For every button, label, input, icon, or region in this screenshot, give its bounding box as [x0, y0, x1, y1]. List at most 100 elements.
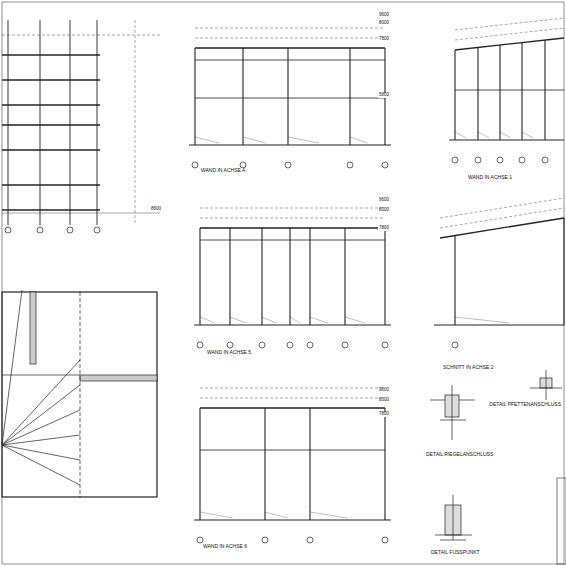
elevation-mark: 7800 — [378, 412, 390, 417]
view-title: WAND IN ACHSE A — [200, 168, 246, 173]
member-line — [455, 132, 467, 138]
member-line — [350, 137, 368, 143]
member-line — [2, 209, 100, 210]
axis-circle — [342, 342, 348, 348]
member-line — [309, 228, 310, 325]
member-line — [261, 228, 262, 325]
member-line — [310, 317, 328, 323]
member-line — [194, 325, 391, 326]
member-line — [440, 218, 564, 238]
member-line — [289, 228, 290, 325]
elevation-mark: 5800 — [378, 93, 390, 98]
member-line — [194, 520, 391, 521]
member-line — [345, 317, 365, 323]
axis-circle — [192, 162, 198, 168]
axis-circle — [259, 342, 265, 348]
member-line — [521, 43, 522, 140]
member-line — [310, 512, 348, 518]
axis-circle — [94, 227, 100, 233]
member-line — [262, 317, 276, 323]
view-title: DETAIL RIEGELANSCHLUSS — [425, 452, 494, 457]
member-line — [478, 132, 489, 138]
member-line — [384, 228, 385, 325]
axis-circle — [475, 157, 481, 163]
axis-circle — [452, 342, 458, 348]
axis-circle — [382, 342, 388, 348]
member-line — [455, 28, 564, 40]
member-line — [440, 198, 564, 218]
member-line — [200, 398, 385, 399]
member-line — [200, 450, 385, 451]
member-line — [195, 38, 385, 39]
axis-circle — [197, 537, 203, 543]
member-line — [200, 240, 385, 241]
member-line — [500, 132, 511, 138]
member-line — [344, 228, 345, 325]
elevation-mark: 9600 — [378, 13, 390, 18]
member-line — [455, 90, 564, 91]
elevation-mark: 8600 — [150, 207, 162, 212]
member-line — [40, 20, 41, 225]
elevation-mark: 9600 — [378, 388, 390, 393]
member-line — [195, 60, 385, 61]
elevation-mark: 8000 — [378, 208, 390, 213]
member-line — [70, 20, 71, 225]
axis-circle — [382, 162, 388, 168]
member-line — [199, 408, 200, 520]
member-line — [200, 512, 233, 518]
member-line — [264, 408, 265, 520]
axis-circle — [285, 162, 291, 168]
member-line — [200, 407, 385, 408]
member-line — [477, 47, 478, 140]
member-line — [384, 408, 385, 520]
member-line — [2, 35, 160, 36]
elevation-mark: 7800 — [378, 226, 390, 231]
member-line — [449, 140, 564, 141]
axis-circle — [452, 157, 458, 163]
elevation-mark: 9600 — [378, 198, 390, 203]
member-line — [195, 137, 219, 143]
member-line — [2, 54, 100, 55]
member-line — [454, 236, 455, 325]
member-line — [2, 124, 100, 125]
view-title: SCHNITT IN ACHSE 2 — [442, 365, 494, 370]
member-line — [2, 149, 100, 150]
member-line — [2, 184, 100, 185]
views — [2, 18, 564, 543]
elevation-mark: 8000 — [378, 21, 390, 26]
member-line — [2, 79, 100, 80]
member-line — [288, 137, 319, 143]
member-line — [200, 227, 385, 228]
member-line — [135, 20, 136, 225]
view-title: WAND IN ACHSE 5 — [206, 350, 252, 355]
member-line — [287, 48, 288, 145]
member-line — [454, 50, 455, 140]
axis-circle — [227, 342, 233, 348]
member-line — [200, 218, 385, 219]
member-line — [522, 132, 534, 138]
bottom-plan — [2, 290, 157, 497]
axis-circle — [347, 162, 353, 168]
view-title: WAND IN ACHSE 1 — [467, 175, 513, 180]
member-line — [563, 218, 564, 325]
axis-circle — [307, 342, 313, 348]
member-line — [440, 208, 564, 228]
axis-circle — [197, 342, 203, 348]
member-line — [8, 20, 9, 225]
member-line — [2, 213, 160, 214]
member-line — [200, 208, 385, 209]
axis-circle — [287, 342, 293, 348]
member-line — [455, 317, 510, 323]
member-line — [243, 137, 266, 143]
title-block — [557, 478, 566, 564]
view-title: WAND IN ACHSE 6 — [202, 544, 248, 549]
member-line — [189, 145, 391, 146]
axis-circle — [497, 157, 503, 163]
member-line — [195, 47, 385, 48]
member-line — [230, 317, 246, 323]
member-line — [200, 317, 215, 323]
elevation-mark: 8000 — [378, 398, 390, 403]
elevation-mark: 7800 — [378, 37, 390, 42]
member-line — [499, 45, 500, 140]
